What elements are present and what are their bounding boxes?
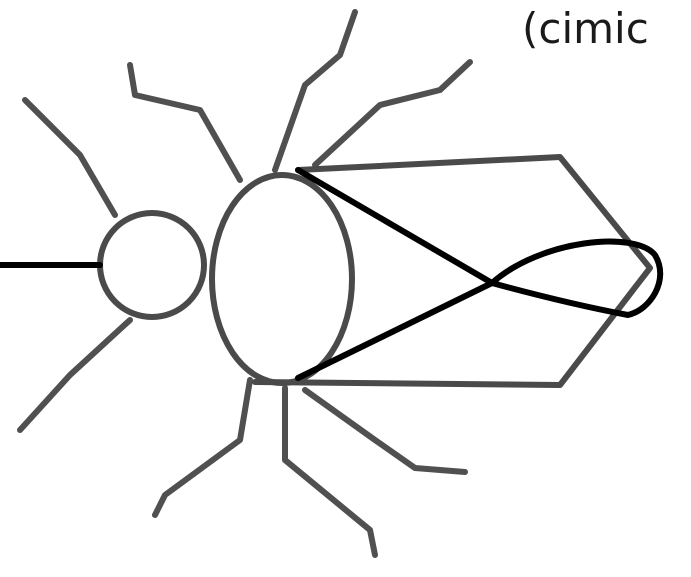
- insect-head: [100, 213, 204, 317]
- insect-abdomen: [255, 157, 650, 385]
- leg-head-upper: [25, 100, 115, 215]
- leg-thorax-upper-left: [130, 65, 240, 180]
- diagram-caption: (cimic: [522, 8, 649, 50]
- leg-thorax-lower-right: [305, 390, 465, 472]
- insect-thorax: [212, 175, 352, 383]
- leg-thorax-upper-middle: [275, 12, 355, 170]
- leg-thorax-lower-left: [155, 380, 250, 515]
- leg-thorax-upper-right: [315, 62, 470, 165]
- insect-legs: [20, 12, 470, 555]
- leg-thorax-lower-middle: [285, 388, 375, 555]
- leg-head-lower: [20, 320, 130, 430]
